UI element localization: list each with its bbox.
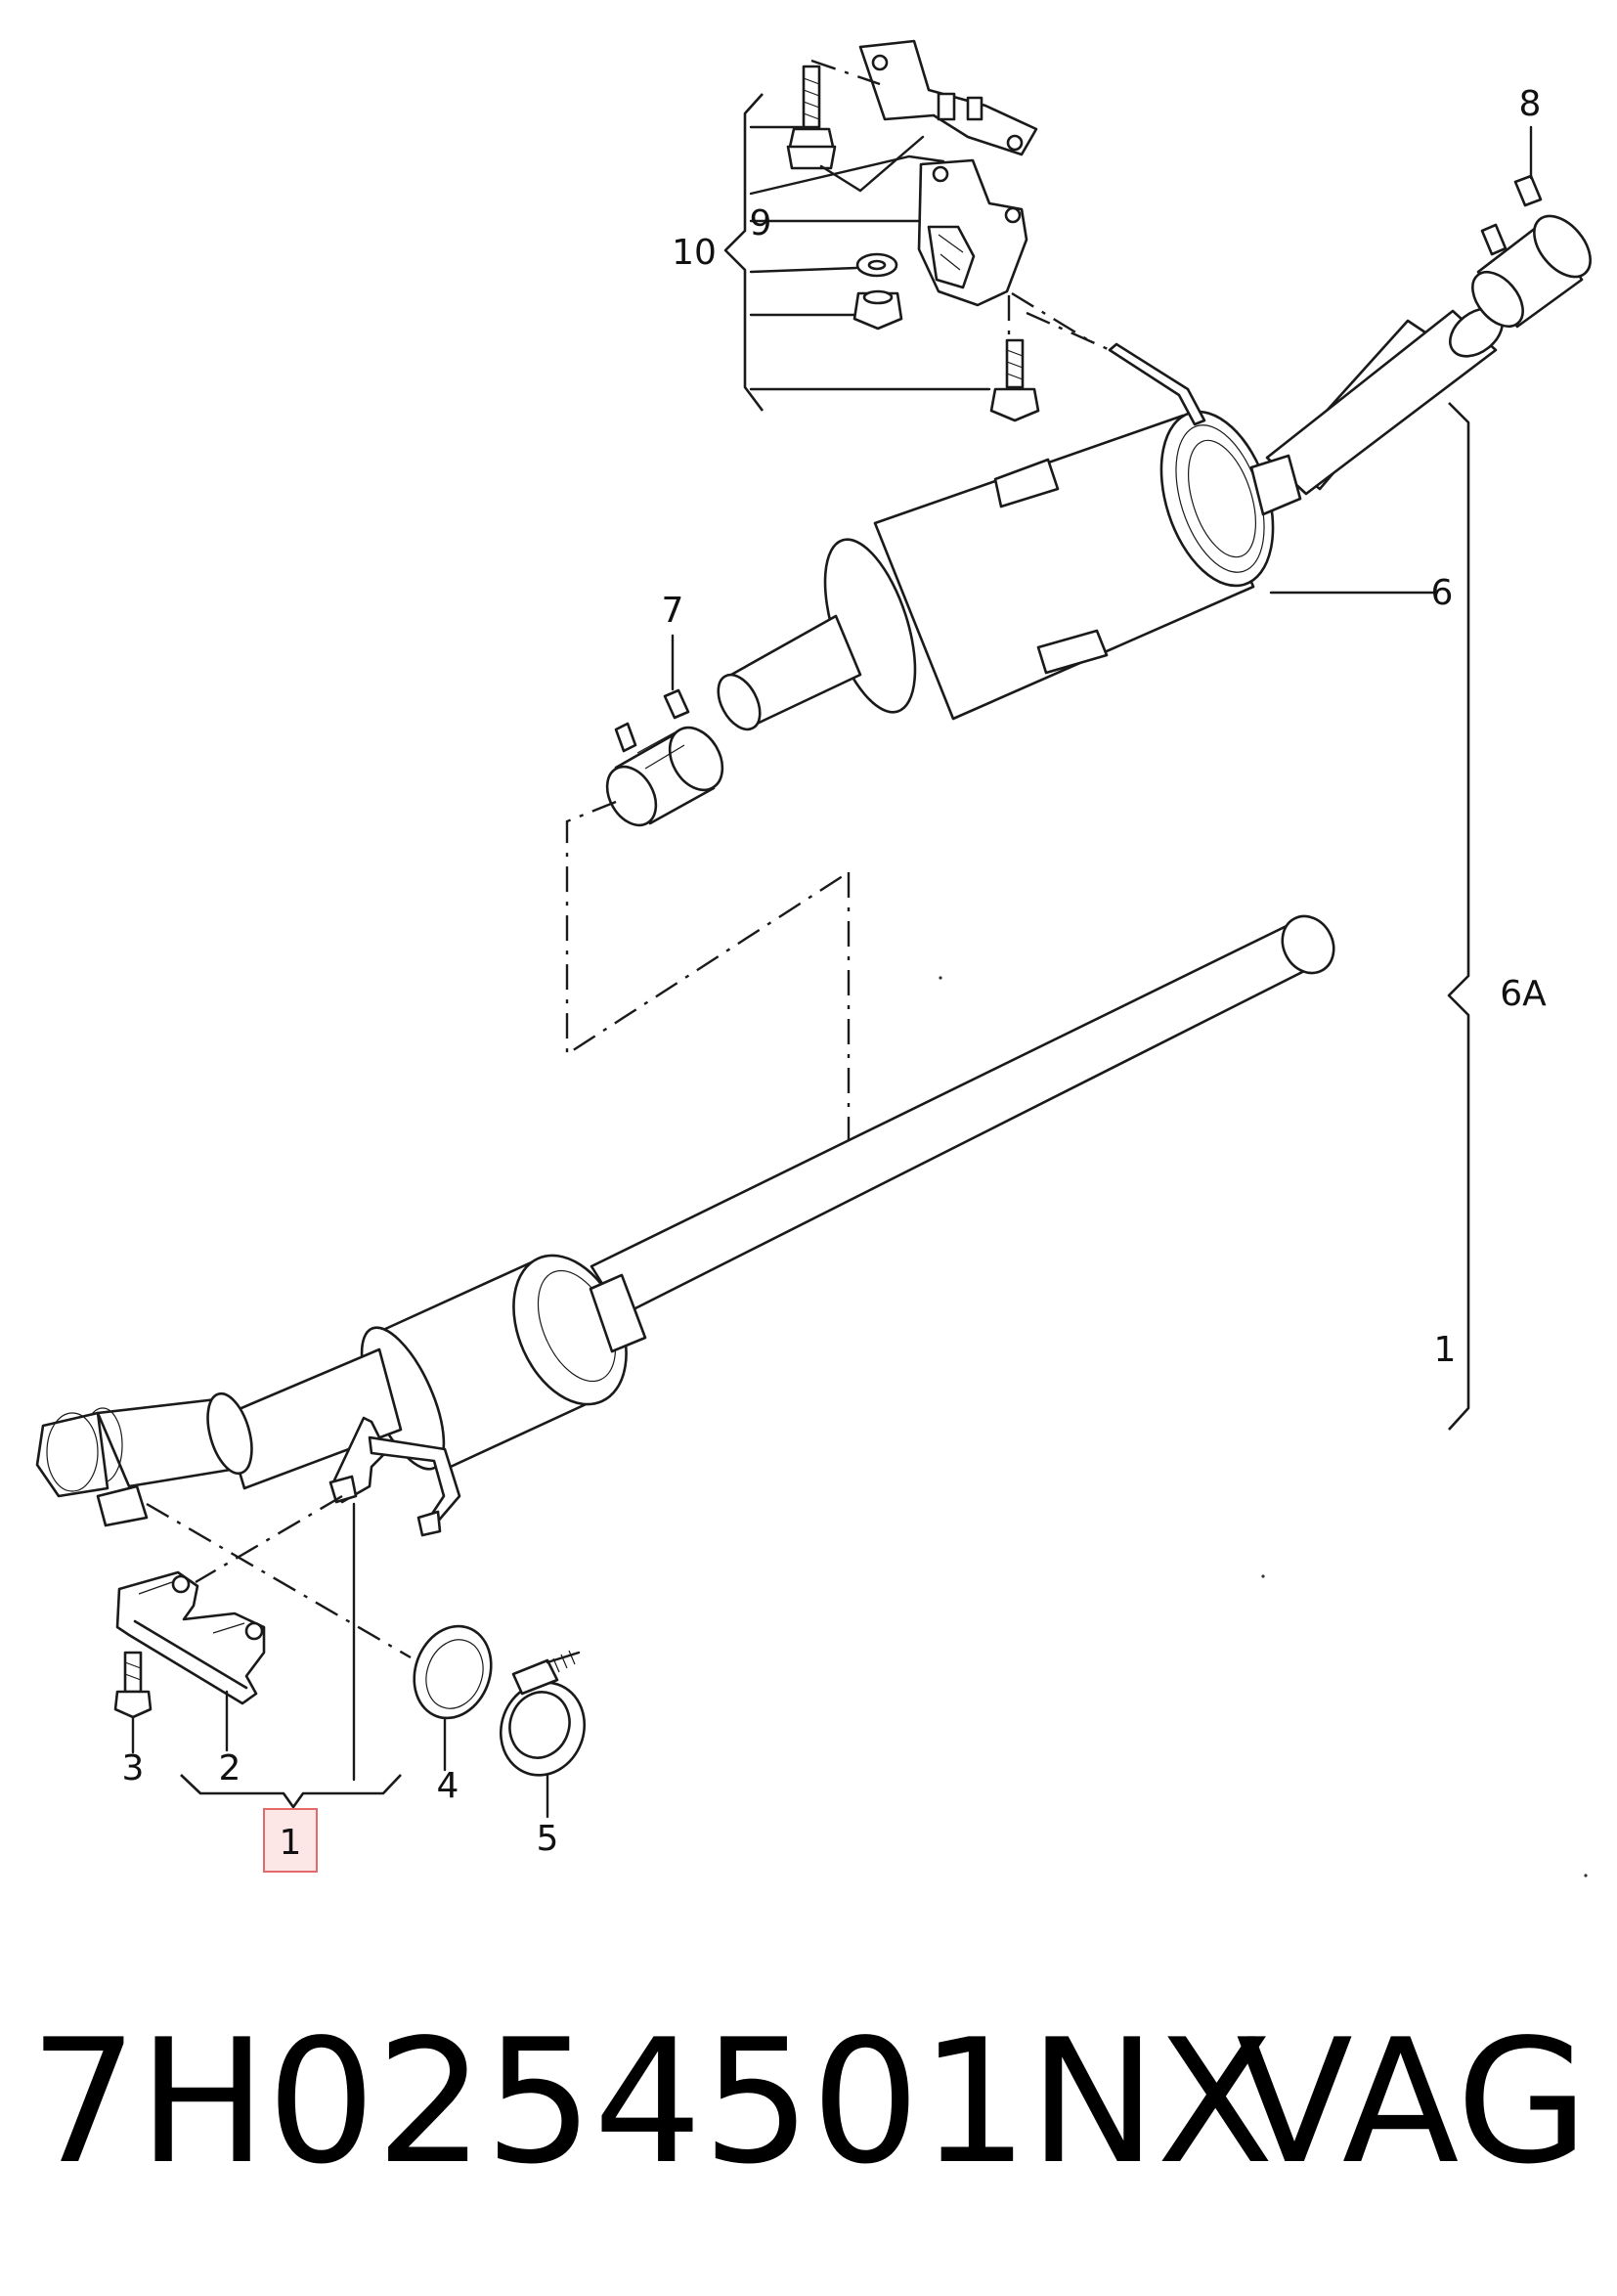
callout-10: 10: [672, 233, 717, 273]
callout-8: 8: [1519, 84, 1542, 124]
brand-text: VAG: [1236, 2004, 1589, 2202]
callout-6a: 6A: [1500, 974, 1547, 1014]
rear-silencer: [717, 307, 1504, 731]
bolt-upper: [786, 65, 837, 170]
bracket-assembly-1: [180, 1774, 402, 1809]
callout-1-main: 1: [280, 1823, 302, 1863]
callout-6: 6: [1431, 573, 1454, 613]
part-number-text: 7H0254501NX: [29, 2004, 1274, 2202]
front-pipe-catalytic-converter: [35, 914, 1335, 1782]
callout-7: 7: [662, 591, 684, 631]
gasket-part-4: [413, 1624, 493, 1772]
clamp-part-5: [499, 1650, 587, 1819]
callout-2: 2: [219, 1748, 241, 1788]
highlight-box: [263, 1808, 318, 1873]
bolt-lower: [989, 338, 1040, 422]
clamp-part-8: [1471, 125, 1592, 329]
callout-4: 4: [437, 1766, 459, 1806]
callout-5: 5: [537, 1819, 559, 1859]
bracket-assembly-6a: [1447, 402, 1470, 1431]
callout-9: 9: [750, 203, 772, 243]
mounting-bracket-group: [723, 39, 1096, 422]
callout-3: 3: [122, 1748, 145, 1788]
clamp-part-7: [605, 634, 724, 827]
callout-1-side: 1: [1434, 1330, 1457, 1370]
bracket-part-2: [115, 1570, 266, 1752]
bolt-part-3: [113, 1651, 153, 1754]
nut: [852, 289, 903, 331]
